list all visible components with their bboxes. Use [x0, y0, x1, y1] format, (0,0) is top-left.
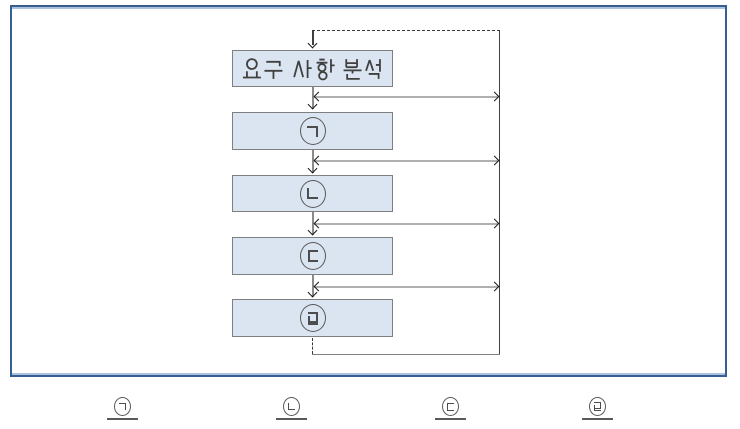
circled-nieun-icon	[299, 179, 326, 208]
feedback-line-bottom	[312, 354, 500, 355]
circled-digeut-icon	[299, 242, 326, 270]
iteration-arrow-3	[314, 223, 498, 225]
korean-title-text	[242, 57, 381, 80]
answer-underline	[106, 418, 138, 420]
entry-connector	[312, 31, 314, 45]
iteration-arrow-2	[314, 160, 498, 162]
connector-2	[312, 150, 314, 173]
answer-underline	[581, 418, 613, 420]
connector-1	[312, 87, 314, 109]
answer-underline	[434, 418, 466, 420]
flow-box-4: ㉣	[232, 299, 393, 337]
feedback-line-right	[499, 31, 500, 355]
flow-box-requirements-analysis: 요구 사항 분석	[232, 50, 393, 87]
feedback-line-top	[312, 30, 500, 31]
circled-giyeok-icon	[113, 397, 131, 416]
circled-rieul-icon	[588, 397, 606, 416]
flow-box-2: ㉡	[232, 175, 393, 212]
answer-option-3: ㉢	[434, 397, 466, 420]
connector-4	[312, 275, 314, 297]
iteration-arrow-1	[314, 96, 498, 98]
answer-option-1: ㉠	[106, 397, 138, 420]
circled-rieul-icon	[299, 304, 326, 332]
connector-3	[312, 212, 314, 235]
circled-giyeok-icon	[299, 117, 326, 145]
answer-underline	[275, 418, 307, 420]
answer-option-4: ㉣	[581, 397, 613, 420]
flow-box-1: ㉠	[232, 112, 393, 150]
circled-nieun-icon	[282, 397, 300, 416]
answer-option-2: ㉡	[275, 397, 307, 420]
feedback-line-bottom-stub	[312, 338, 313, 354]
flow-box-3: ㉢	[232, 237, 393, 275]
iteration-arrow-4	[314, 286, 498, 288]
circled-digeut-icon	[441, 397, 459, 416]
